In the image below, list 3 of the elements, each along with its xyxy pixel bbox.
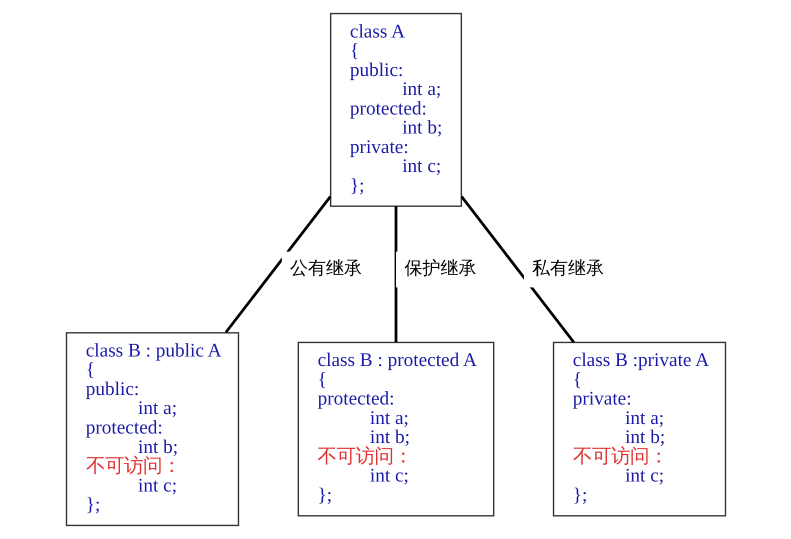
edge-label: 公有继承 <box>290 258 362 278</box>
edge-label: 私有继承 <box>532 258 604 278</box>
edge-label: 保护继承 <box>404 258 476 278</box>
